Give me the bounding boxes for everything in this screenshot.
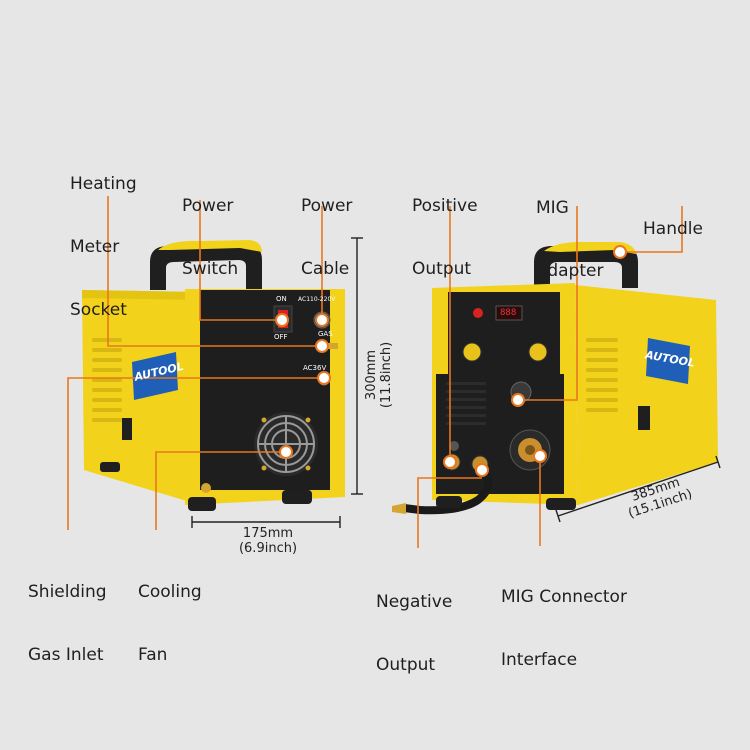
dimension-lines [191,237,721,528]
voltage-label: AC110-220V [298,296,336,303]
label-power-switch: Power Switch [182,196,239,279]
left-welder [82,240,345,511]
panel-on-label: ON [276,295,287,303]
label-heating-meter-socket: Heating Meter Socket [70,174,137,320]
dimension-height: 300mm (11.8inch) [364,341,394,409]
mig-torch-connector-icon [509,429,551,471]
fan-grille-icon [254,412,318,476]
ac36v-label: AC36V [303,364,327,372]
label-handle: Handle [643,219,703,239]
callout-lines [67,196,683,548]
right-welder [392,242,718,515]
label-power-cable: Power Cable [301,196,353,279]
dimension-depth: 175mm (6.9inch) [238,526,298,556]
label-cooling-fan: Cooling Fan [138,582,202,665]
label-shielding-gas-inlet: Shielding Gas Inlet [28,582,107,665]
label-mig-adapter: MIG Adapter [536,198,604,281]
label-negative-output: Negative Output [376,592,453,675]
display-readout: 888 [500,308,517,318]
gas-label: GAS [318,330,333,338]
panel-off-label: OFF [274,333,288,341]
callout-dots [275,245,627,477]
label-positive-output: Positive Output [412,196,478,279]
label-mig-connector-interface: MIG Connector Interface [501,587,627,670]
